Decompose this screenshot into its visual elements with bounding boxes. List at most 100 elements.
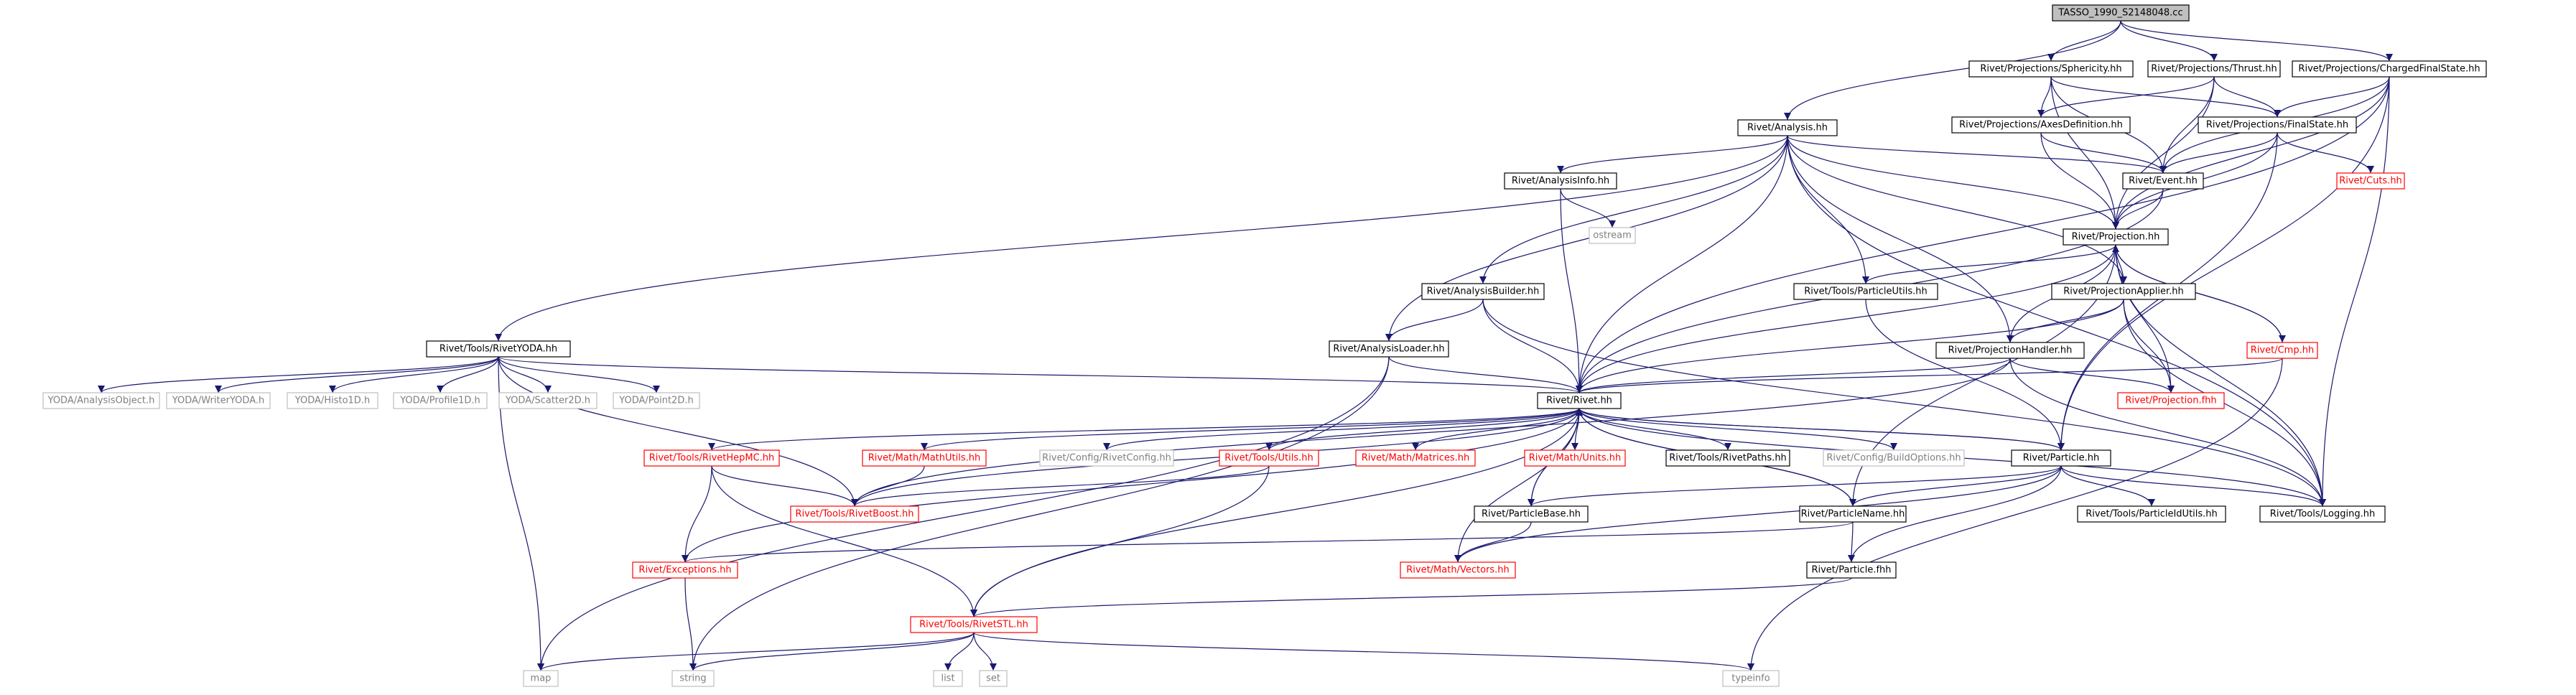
node-label: Rivet/Cmp.hh <box>2251 345 2314 356</box>
edge-abuilder-to-rivet <box>1482 299 1583 393</box>
node-analysis[interactable]: Rivet/Analysis.hh <box>1737 119 1838 136</box>
node-box <box>1355 449 1476 467</box>
node-label: Rivet/Math/Vectors.hh <box>1406 565 1510 576</box>
node-tutils[interactable]: Rivet/Tools/Utils.hh <box>1219 449 1319 467</box>
node-box <box>42 392 160 409</box>
node-axes[interactable]: Rivet/Projections/AxesDefinition.hh <box>1951 116 2131 134</box>
node-logging[interactable]: Rivet/Tools/Logging.hh <box>2259 505 2386 523</box>
node-cuts[interactable]: Rivet/Cuts.hh <box>2336 172 2405 190</box>
node-hepmc[interactable]: Rivet/Tools/RivetHepMC.hh <box>643 449 780 467</box>
node-cfs[interactable]: Rivet/Projections/ChargedFinalState.hh <box>2292 60 2487 78</box>
node-mathutils[interactable]: Rivet/Math/MathUtils.hh <box>862 449 987 467</box>
node-box <box>2077 505 2226 523</box>
node-units[interactable]: Rivet/Math/Units.hh <box>1524 449 1626 467</box>
nodes-layer: TASSO_1990_S2148048.ccRivet/Projections/… <box>42 4 2487 687</box>
edge-phandler-to-logging <box>2009 358 2326 507</box>
node-fs[interactable]: Rivet/Projections/FinalState.hh <box>2198 116 2357 134</box>
node-label: Rivet/Projection.hh <box>2072 232 2160 243</box>
edge-rivet-to-bconfig <box>1578 408 1897 451</box>
edge-mathutils-to-rboost <box>851 465 925 507</box>
node-ypt[interactable]: YODA/Point2D.h <box>613 392 700 409</box>
node-string[interactable]: string <box>671 670 715 687</box>
node-ainfo[interactable]: Rivet/AnalysisInfo.hh <box>1504 172 1617 190</box>
node-box <box>862 449 987 467</box>
edge-ryoda-to-ywriter <box>215 356 499 393</box>
edge-particle-to-rivet <box>1576 408 2062 451</box>
node-box <box>2122 172 2204 190</box>
node-label: YODA/Histo1D.h <box>294 396 370 406</box>
node-phandler[interactable]: Rivet/ProjectionHandler.hh <box>1935 342 2085 359</box>
node-pbase[interactable]: Rivet/ParticleBase.hh <box>1474 505 1589 523</box>
node-rboost[interactable]: Rivet/Tools/RivetBoost.hh <box>790 505 919 523</box>
node-papplier[interactable]: Rivet/ProjectionApplier.hh <box>2051 283 2196 300</box>
node-putils[interactable]: Rivet/Tools/ParticleUtils.hh <box>1793 283 1938 300</box>
node-particlef[interactable]: Rivet/Particle.fhh <box>1806 561 1897 579</box>
edge-cmp-to-proj <box>2112 244 2283 343</box>
node-box <box>2063 228 2169 246</box>
node-label: YODA/Profile1D.h <box>399 396 480 406</box>
node-ys2[interactable]: YODA/Scatter2D.h <box>498 392 597 409</box>
node-label: Rivet/Math/Matrices.hh <box>1362 453 1469 464</box>
node-event[interactable]: Rivet/Event.hh <box>2122 172 2204 190</box>
node-pidutils[interactable]: Rivet/Tools/ParticleIdUtils.hh <box>2077 505 2226 523</box>
node-yp1[interactable]: YODA/Profile1D.h <box>393 392 488 409</box>
edge-ryoda-to-yao <box>98 356 499 393</box>
node-box <box>2147 60 2281 78</box>
edge-cmp-to-typeinfo <box>1747 358 2283 671</box>
edge-rivet-to-tutils <box>1265 408 1580 451</box>
node-box <box>1722 670 1780 687</box>
node-label: Rivet/ProjectionHandler.hh <box>1948 345 2073 356</box>
node-rconfig[interactable]: Rivet/Config/RivetConfig.hh <box>1039 449 1174 467</box>
edge-ryoda-to-ypt <box>498 356 660 393</box>
edge-particle-to-vectors <box>1454 465 2062 563</box>
node-root[interactable]: TASSO_1990_S2148048.cc <box>2052 4 2190 22</box>
node-particle[interactable]: Rivet/Particle.hh <box>2011 449 2111 467</box>
node-label: ostream <box>1593 230 1632 241</box>
node-projf[interactable]: Rivet/Projection.fhh <box>2117 392 2225 409</box>
node-list[interactable]: list <box>933 670 963 687</box>
node-typeinfo[interactable]: typeinfo <box>1722 670 1780 687</box>
node-abuilder[interactable]: Rivet/AnalysisBuilder.hh <box>1421 283 1545 300</box>
node-proj[interactable]: Rivet/Projection.hh <box>2063 228 2169 246</box>
edge-cmp-to-rivet <box>1576 358 2283 393</box>
edge-rivet-to-rboost <box>851 408 1580 507</box>
node-rstl[interactable]: Rivet/Tools/RivetSTL.hh <box>910 616 1038 633</box>
edge-sph-to-axes <box>2037 76 2052 118</box>
edge-particle-to-pname <box>1849 465 2062 507</box>
node-vectors[interactable]: Rivet/Math/Vectors.hh <box>1400 561 1516 579</box>
node-pname[interactable]: Rivet/ParticleName.hh <box>1799 505 1907 523</box>
node-box <box>1806 561 1897 579</box>
node-bconfig[interactable]: Rivet/Config/BuildOptions.hh <box>1823 449 1965 467</box>
edge-analysis-to-event <box>1787 135 2167 174</box>
node-exceptions[interactable]: Rivet/Exceptions.hh <box>632 561 738 579</box>
node-sph[interactable]: Rivet/Projections/Sphericity.hh <box>1968 60 2134 78</box>
node-label: Rivet/Cuts.hh <box>2339 176 2402 187</box>
node-rpaths[interactable]: Rivet/Tools/RivetPaths.hh <box>1665 449 1790 467</box>
edge-analysis-to-abuilder <box>1479 135 1788 284</box>
edge-analysis-to-papplier <box>1787 135 2127 284</box>
node-map[interactable]: map <box>523 670 559 687</box>
node-ywriter[interactable]: YODA/WriterYODA.h <box>166 392 271 409</box>
node-box <box>2052 4 2190 22</box>
node-set[interactable]: set <box>979 670 1008 687</box>
edge-rivet-to-hepmc <box>708 408 1580 451</box>
edge-ryoda-to-yp1 <box>437 356 499 393</box>
edge-fs-to-cuts <box>2277 132 2374 174</box>
edge-abuilder-to-aloader <box>1385 299 1484 342</box>
node-box <box>2051 283 2196 300</box>
node-yh1[interactable]: YODA/Histo1D.h <box>287 392 378 409</box>
node-thrust[interactable]: Rivet/Projections/Thrust.hh <box>2147 60 2281 78</box>
node-cmp[interactable]: Rivet/Cmp.hh <box>2246 342 2318 359</box>
node-ostream[interactable]: ostream <box>1589 227 1636 244</box>
edge-thrust-to-axes <box>2037 76 2215 118</box>
node-aloader[interactable]: Rivet/AnalysisLoader.hh <box>1329 340 1449 358</box>
edge-cfs-to-logging <box>2319 76 2390 507</box>
edge-ainfo-to-ostream <box>1560 188 1616 228</box>
node-box <box>1951 116 2131 134</box>
node-rivet[interactable]: Rivet/Rivet.hh <box>1537 392 1622 409</box>
node-label: Rivet/Particle.fhh <box>1811 565 1891 576</box>
node-ryoda[interactable]: Rivet/Tools/RivetYODA.hh <box>426 340 571 358</box>
node-matrices[interactable]: Rivet/Math/Matrices.hh <box>1355 449 1476 467</box>
node-yao[interactable]: YODA/AnalysisObject.h <box>42 392 160 409</box>
